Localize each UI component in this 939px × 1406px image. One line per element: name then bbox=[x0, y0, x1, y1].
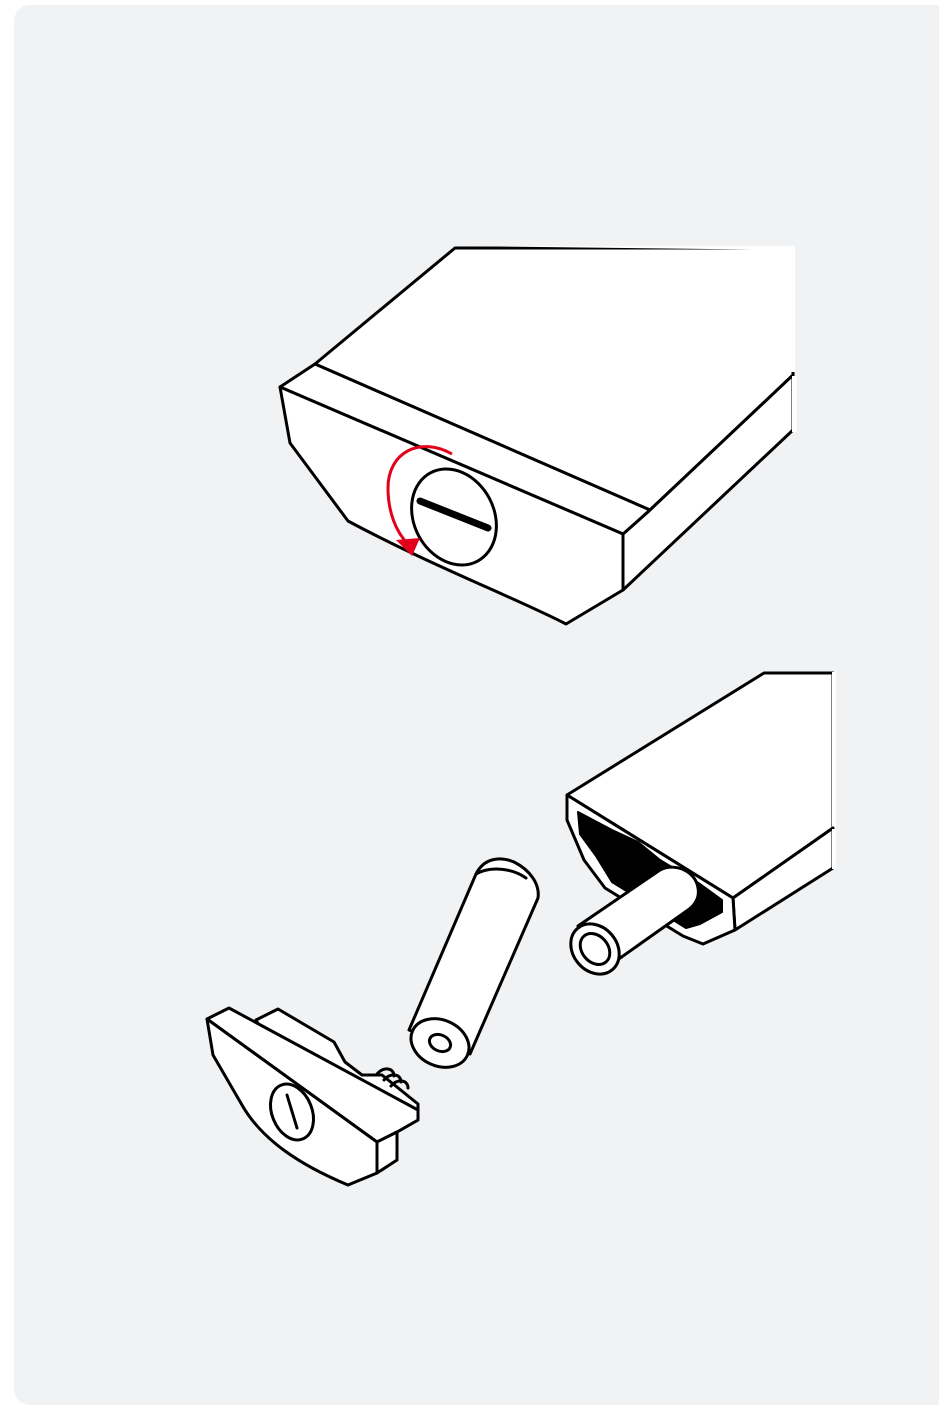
step-2-open-remote bbox=[561, 672, 836, 984]
step-1-remote-end bbox=[280, 246, 797, 624]
removed-battery-cap bbox=[207, 1008, 418, 1185]
loose-battery bbox=[403, 859, 538, 1076]
